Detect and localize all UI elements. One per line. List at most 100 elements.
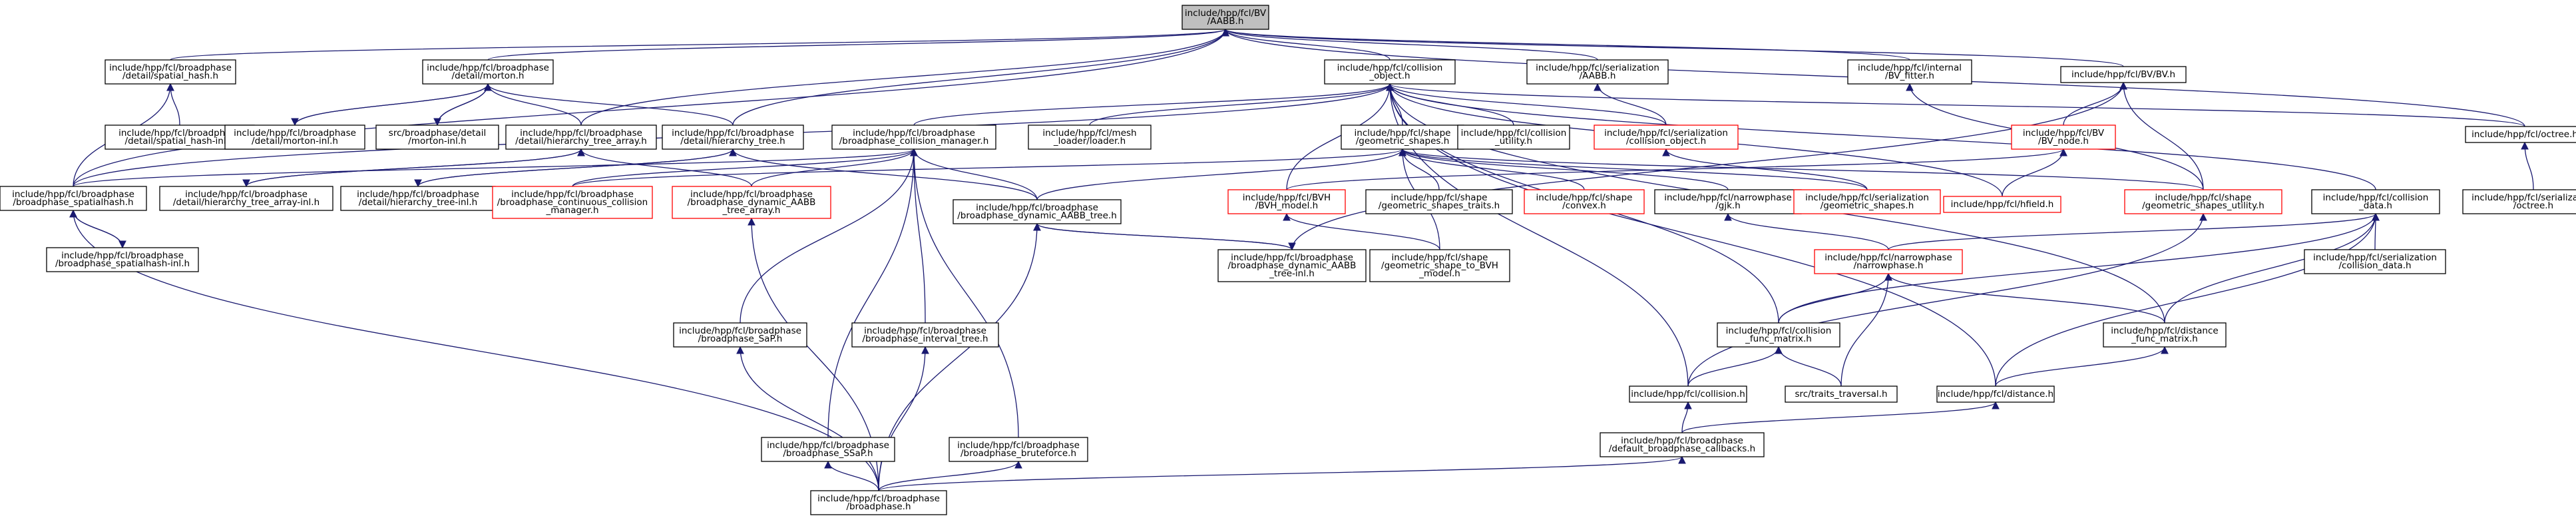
node-box[interactable] — [1369, 249, 1510, 282]
node-box[interactable] — [2304, 249, 2446, 274]
node-ser-geom[interactable]: include/hpp/fcl/serialization/geometric_… — [1793, 189, 1941, 214]
node-dist-func-matrix[interactable]: include/hpp/fcl/distance_func_matrix.h — [2103, 322, 2227, 348]
node-bp-brute[interactable]: include/hpp/fcl/broadphase/broadphase_br… — [949, 437, 1088, 462]
node-box[interactable] — [1365, 189, 1513, 214]
node-coll-obj[interactable]: include/hpp/fcl/collision_object.h — [1324, 59, 1456, 85]
node-ser-aabb[interactable]: include/hpp/fcl/serialization/AABB.h — [1526, 59, 1669, 85]
node-label-line: /geometric_shape_to_BVH — [1381, 260, 1498, 271]
node-box[interactable] — [1181, 5, 1269, 30]
node-morton-inl[interactable]: include/hpp/fcl/broadphase/detail/morton… — [224, 125, 365, 150]
node-bp-dyn-array[interactable]: include/hpp/fcl/broadphase/broadphase_dy… — [672, 186, 831, 219]
node-box[interactable] — [0, 186, 147, 211]
node-bp-continuous[interactable]: include/hpp/fcl/broadphase/broadphase_co… — [492, 186, 653, 219]
node-box[interactable] — [810, 490, 947, 515]
node-bp-spatialhash[interactable]: include/hpp/fcl/broadphase/broadphase_sp… — [0, 186, 147, 211]
node-box[interactable] — [105, 59, 236, 85]
node-box[interactable] — [375, 125, 499, 150]
node-box[interactable] — [159, 186, 333, 211]
node-box[interactable] — [1717, 322, 1840, 348]
node-box[interactable] — [1028, 125, 1152, 150]
node-hier-array-inl[interactable]: include/hpp/fcl/broadphase/detail/hierar… — [159, 186, 333, 211]
node-box[interactable] — [673, 322, 807, 348]
node-hier-array[interactable]: include/hpp/fcl/broadphase/detail/hierar… — [505, 125, 657, 150]
node-bv-fitter[interactable]: include/hpp/fcl/internal/BV_fitter.h — [1847, 59, 1972, 85]
node-box[interactable] — [2103, 322, 2227, 348]
node-traits-trav[interactable]: src/traits_traversal.h — [1785, 386, 1898, 403]
node-geom-shapes[interactable]: include/hpp/fcl/shape/geometric_shapes.h — [1341, 125, 1464, 150]
node-box[interactable] — [1847, 59, 1972, 85]
node-bvh-model[interactable]: include/hpp/fcl/BVH/BVH_model.h — [1227, 189, 1346, 214]
node-spatial-hash[interactable]: include/hpp/fcl/broadphase/detail/spatia… — [105, 59, 236, 85]
node-box[interactable] — [2060, 66, 2187, 83]
node-bp-ssap[interactable]: include/hpp/fcl/broadphase/broadphase_SS… — [761, 437, 895, 462]
node-box[interactable] — [831, 125, 996, 150]
node-coll-data[interactable]: include/hpp/fcl/collision_data.h — [2311, 189, 2440, 214]
node-box[interactable] — [953, 199, 1122, 224]
node-box[interactable] — [1936, 386, 2055, 403]
node-box[interactable] — [1217, 249, 1367, 282]
node-box[interactable] — [672, 186, 831, 219]
node-gjk[interactable]: include/hpp/fcl/narrowphase/gjk.h — [1654, 189, 1802, 214]
node-bp-dyn-tree-inl[interactable]: include/hpp/fcl/broadphase/broadphase_dy… — [1217, 249, 1367, 282]
node-box[interactable] — [422, 59, 554, 85]
node-src-morton-inl[interactable]: src/broadphase/detail/morton-inl.h — [375, 125, 499, 150]
node-box[interactable] — [1526, 59, 1669, 85]
node-octree[interactable]: include/hpp/fcl/octree.h — [2465, 126, 2576, 143]
node-box[interactable] — [1324, 59, 1456, 85]
node-ser-octree[interactable]: include/hpp/fcl/serialization/octree.h — [2462, 189, 2576, 214]
node-box[interactable] — [2465, 126, 2576, 143]
node-mesh-loader[interactable]: include/hpp/fcl/mesh_loader/loader.h — [1028, 125, 1152, 150]
node-default-cb[interactable]: include/hpp/fcl/broadphase/default_broad… — [1600, 432, 1765, 457]
node-box[interactable] — [46, 247, 199, 272]
node-box[interactable] — [1785, 386, 1898, 403]
node-box[interactable] — [1654, 189, 1802, 214]
node-box[interactable] — [949, 437, 1088, 462]
node-box[interactable] — [224, 125, 365, 150]
node-label-line: include/hpp/fcl/broadphase — [957, 440, 1080, 451]
node-box[interactable] — [1814, 249, 1963, 274]
node-box[interactable] — [2462, 189, 2576, 214]
node-box[interactable] — [1524, 189, 1645, 214]
node-box[interactable] — [1227, 189, 1346, 214]
node-box[interactable] — [2311, 189, 2440, 214]
node-box[interactable] — [1943, 196, 2061, 213]
node-shapes-utility[interactable]: include/hpp/fcl/shape/geometric_shapes_u… — [2124, 189, 2282, 214]
node-box[interactable] — [1594, 125, 1739, 150]
node-coll-utility[interactable]: include/hpp/fcl/collision_utility.h — [1457, 125, 1570, 150]
node-hier-tree-inl[interactable]: include/hpp/fcl/broadphase/detail/hierar… — [340, 186, 496, 211]
node-box[interactable] — [492, 186, 653, 219]
node-box[interactable] — [1600, 432, 1765, 457]
node-hier-tree[interactable]: include/hpp/fcl/broadphase/detail/hierar… — [662, 125, 804, 150]
node-box[interactable] — [851, 322, 999, 348]
node-root[interactable]: include/hpp/fcl/BV/AABB.h — [1181, 5, 1269, 30]
node-bp-spatialhash-inl[interactable]: include/hpp/fcl/broadphase/broadphase_sp… — [46, 247, 199, 272]
node-collision-h[interactable]: include/hpp/fcl/collision.h — [1629, 386, 1747, 403]
node-distance-h[interactable]: include/hpp/fcl/distance.h — [1936, 386, 2055, 403]
node-bp-sap[interactable]: include/hpp/fcl/broadphase/broadphase_Sa… — [673, 322, 807, 348]
node-coll-manager[interactable]: include/hpp/fcl/broadphase/broadphase_co… — [831, 125, 996, 150]
node-convex[interactable]: include/hpp/fcl/shape/convex.h — [1524, 189, 1645, 214]
node-shape-to-bvh[interactable]: include/hpp/fcl/shape/geometric_shape_to… — [1369, 249, 1510, 282]
node-box[interactable] — [1457, 125, 1570, 150]
node-hfield[interactable]: include/hpp/fcl/hfield.h — [1943, 196, 2061, 213]
node-box[interactable] — [505, 125, 657, 150]
node-box[interactable] — [1793, 189, 1941, 214]
node-shapes-traits[interactable]: include/hpp/fcl/shape/geometric_shapes_t… — [1365, 189, 1513, 214]
node-box[interactable] — [340, 186, 496, 211]
node-ser-coll-obj[interactable]: include/hpp/fcl/serialization/collision_… — [1594, 125, 1739, 150]
node-box[interactable] — [761, 437, 895, 462]
node-coll-func-matrix[interactable]: include/hpp/fcl/collision_func_matrix.h — [1717, 322, 1840, 348]
node-bp-dyn-tree[interactable]: include/hpp/fcl/broadphase/broadphase_dy… — [953, 199, 1122, 224]
node-bp-interval[interactable]: include/hpp/fcl/broadphase/broadphase_in… — [851, 322, 999, 348]
node-bv-node[interactable]: include/hpp/fcl/BV/BV_node.h — [2011, 125, 2116, 150]
node-box[interactable] — [1629, 386, 1747, 403]
node-box[interactable] — [662, 125, 804, 150]
node-narrowphase[interactable]: include/hpp/fcl/narrowphase/narrowphase.… — [1814, 249, 1963, 274]
node-bvh-bv[interactable]: include/hpp/fcl/BV/BV.h — [2060, 66, 2187, 83]
node-box[interactable] — [2124, 189, 2282, 214]
node-morton[interactable]: include/hpp/fcl/broadphase/detail/morton… — [422, 59, 554, 85]
node-ser-coll-data[interactable]: include/hpp/fcl/serialization/collision_… — [2304, 249, 2446, 274]
node-box[interactable] — [1341, 125, 1464, 150]
node-broadphase-h[interactable]: include/hpp/fcl/broadphase/broadphase.h — [810, 490, 947, 515]
node-box[interactable] — [2011, 125, 2116, 150]
